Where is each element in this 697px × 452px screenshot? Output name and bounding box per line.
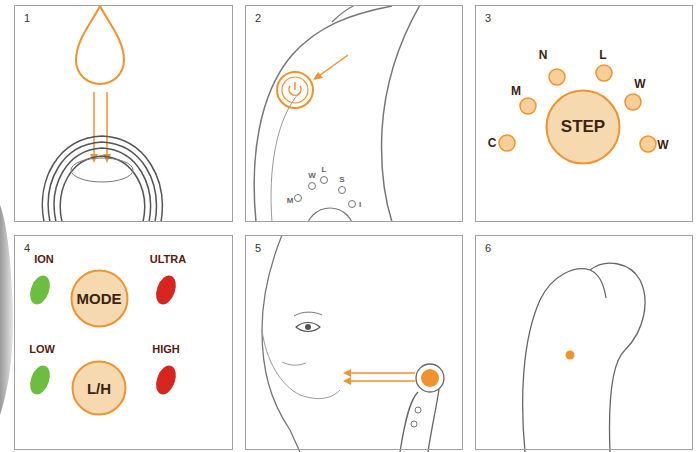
step-number: 5 bbox=[255, 242, 261, 254]
indicator-label: M bbox=[511, 84, 521, 98]
indicator-label: HIGH bbox=[152, 343, 180, 355]
indicator-label: N bbox=[539, 48, 548, 62]
button-label: L/H bbox=[87, 380, 111, 397]
device-illustration-part bbox=[313, 72, 323, 80]
indicator-label: C bbox=[488, 136, 497, 150]
button-label: MODE bbox=[77, 290, 122, 307]
button-label: STEP bbox=[561, 117, 605, 137]
button-circle bbox=[73, 362, 126, 415]
face-illustration-part bbox=[262, 330, 340, 399]
face-illustration-part bbox=[282, 362, 306, 365]
face-illustration-part bbox=[305, 324, 311, 330]
step-dial-part bbox=[520, 98, 536, 114]
device-back-illustration-part bbox=[590, 263, 645, 452]
face-illustration-part bbox=[345, 380, 415, 382]
device-illustration-part bbox=[271, 92, 300, 222]
face-illustration bbox=[262, 235, 444, 452]
indicator-lights-part bbox=[26, 363, 53, 397]
step-dial-part bbox=[640, 136, 656, 152]
step-panel: 6 bbox=[475, 235, 693, 450]
round-button: MODE bbox=[70, 269, 129, 328]
drop-illustration-part bbox=[71, 158, 133, 182]
step-dial-part bbox=[596, 65, 612, 81]
drop-illustration-part bbox=[54, 148, 150, 222]
indicator-label: LOW bbox=[29, 343, 55, 355]
indicator-lights-part bbox=[152, 273, 179, 307]
indicator-label: S bbox=[339, 175, 344, 184]
device-illustration-part bbox=[277, 72, 313, 108]
round-button: STEP bbox=[545, 89, 621, 165]
face-illustration-part bbox=[416, 364, 444, 392]
face-illustration-part bbox=[345, 372, 415, 374]
step-number: 1 bbox=[24, 12, 30, 24]
face-illustration-part bbox=[400, 382, 440, 452]
indicator-label: L bbox=[599, 48, 606, 62]
drop-illustration-part bbox=[48, 142, 156, 222]
device-back-illustration-part bbox=[566, 351, 575, 360]
step-panel: 5 bbox=[245, 235, 463, 450]
face-illustration-part bbox=[415, 407, 421, 413]
face-illustration-part bbox=[411, 421, 417, 427]
indicator-label: ULTRA bbox=[150, 253, 186, 265]
device-illustration-part bbox=[254, 6, 392, 222]
device-illustration-part bbox=[295, 195, 302, 202]
face-illustration-part bbox=[294, 312, 322, 316]
device-illustration-part bbox=[309, 183, 316, 190]
face-illustration-part bbox=[296, 323, 320, 332]
face-illustration-part bbox=[262, 235, 300, 452]
drop-illustration-part bbox=[106, 92, 108, 160]
device-illustration-part bbox=[382, 5, 420, 222]
step-number: 2 bbox=[255, 12, 261, 24]
drop-illustration-part bbox=[42, 136, 162, 222]
device-illustration-part bbox=[321, 177, 328, 184]
device-illustration-part bbox=[294, 82, 296, 90]
button-circle bbox=[547, 91, 620, 164]
indicator-label: L bbox=[322, 165, 327, 174]
indicator-lights-part bbox=[152, 363, 179, 397]
step-panel: 4MODE L/H bbox=[14, 235, 233, 450]
step-panel: 2 bbox=[245, 5, 463, 222]
indicator-lights-part bbox=[26, 273, 53, 307]
indicator-label: W bbox=[657, 138, 668, 152]
button-circle bbox=[71, 270, 127, 326]
face-illustration-part bbox=[421, 369, 439, 387]
side-shade bbox=[0, 205, 13, 415]
device-illustration-part bbox=[349, 201, 356, 208]
indicator-label: M bbox=[287, 196, 294, 205]
step-number: 3 bbox=[485, 12, 491, 24]
drop-illustration-part bbox=[76, 6, 124, 84]
indicator-label: ION bbox=[34, 253, 54, 265]
step-dial-part bbox=[499, 135, 515, 151]
round-button: L/H bbox=[71, 360, 127, 416]
step-dial-part bbox=[625, 94, 641, 110]
step-dial-part bbox=[549, 69, 565, 85]
indicator-label: W bbox=[634, 77, 645, 91]
device-illustration-part bbox=[306, 208, 354, 222]
face-illustration-part bbox=[343, 369, 351, 385]
indicator-label: W bbox=[308, 171, 316, 180]
device-illustration-part bbox=[339, 187, 346, 194]
device-illustration-part bbox=[316, 55, 348, 78]
step-number: 6 bbox=[485, 242, 491, 254]
device-illustration-part bbox=[282, 77, 308, 103]
drop-illustration bbox=[42, 6, 162, 222]
drop-illustration-part bbox=[60, 156, 144, 222]
device-illustration bbox=[254, 5, 420, 222]
device-illustration-part bbox=[332, 5, 355, 22]
step-number: 4 bbox=[24, 242, 30, 254]
step-panel: 1 bbox=[14, 5, 233, 222]
device-back-illustration-part bbox=[523, 269, 606, 452]
step-panel: 3STEP bbox=[475, 5, 693, 222]
indicator-label: I bbox=[359, 200, 361, 209]
device-back-illustration bbox=[523, 263, 645, 452]
